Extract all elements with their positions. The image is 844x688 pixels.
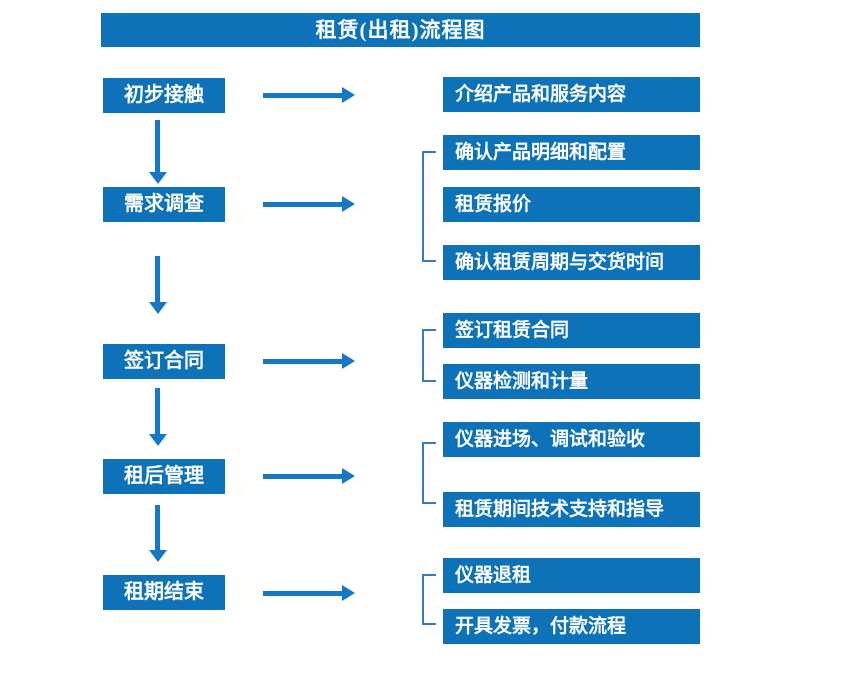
arrow-shaft — [155, 256, 160, 303]
arrow-shaft — [155, 505, 160, 551]
arrow-head — [342, 585, 355, 601]
arrow-shaft — [263, 93, 342, 98]
right-arrow-icon-2 — [263, 196, 355, 212]
detail-box-invoice-payment: 开具发票，付款流程 — [443, 609, 700, 644]
arrow-shaft — [263, 591, 342, 596]
detail-box-introduce-products: 介绍产品和服务内容 — [443, 77, 700, 112]
arrow-shaft — [263, 202, 342, 207]
step-box-needs-survey: 需求调查 — [103, 187, 225, 222]
bracket-group-sign-contract — [422, 329, 436, 382]
down-arrow-icon-4 — [149, 505, 167, 562]
arrow-head — [342, 87, 355, 103]
step-box-initial-contact: 初步接触 — [103, 78, 225, 113]
bracket-group-post-rental-mgmt — [422, 442, 436, 504]
right-arrow-icon-3 — [263, 353, 355, 369]
arrow-shaft — [155, 388, 160, 435]
down-arrow-icon-2 — [149, 256, 167, 314]
arrow-head — [342, 353, 355, 369]
arrow-shaft — [155, 120, 160, 173]
arrow-head — [149, 434, 167, 446]
bracket-group-rental-end — [422, 574, 436, 625]
right-arrow-icon-5 — [263, 585, 355, 601]
step-box-sign-contract: 签订合同 — [103, 344, 225, 379]
arrow-shaft — [263, 474, 342, 479]
detail-box-instrument-setup: 仪器进场、调试和验收 — [443, 422, 700, 457]
arrow-head — [149, 302, 167, 314]
diagram-title: 租赁(出租)流程图 — [101, 13, 700, 47]
detail-box-confirm-period: 确认租赁周期与交货时间 — [443, 245, 700, 280]
arrow-head — [342, 468, 355, 484]
detail-box-confirm-details: 确认产品明细和配置 — [443, 135, 700, 170]
arrow-shaft — [263, 359, 342, 364]
detail-box-instrument-return: 仪器退租 — [443, 558, 700, 593]
detail-box-tech-support: 租赁期间技术支持和指导 — [443, 492, 700, 527]
down-arrow-icon-3 — [149, 388, 167, 446]
arrow-head — [149, 172, 167, 184]
detail-box-sign-rental-contract: 签订租赁合同 — [443, 313, 700, 348]
down-arrow-icon-1 — [149, 120, 167, 184]
detail-box-instrument-testing: 仪器检测和计量 — [443, 364, 700, 399]
arrow-head — [149, 550, 167, 562]
detail-box-rental-quote: 租赁报价 — [443, 187, 700, 222]
arrow-head — [342, 196, 355, 212]
right-arrow-icon-4 — [263, 468, 355, 484]
step-box-rental-end: 租期结束 — [103, 575, 225, 610]
step-box-post-rental-mgmt: 租后管理 — [103, 459, 225, 494]
bracket-group-needs-survey — [422, 151, 436, 262]
right-arrow-icon-1 — [263, 87, 355, 103]
